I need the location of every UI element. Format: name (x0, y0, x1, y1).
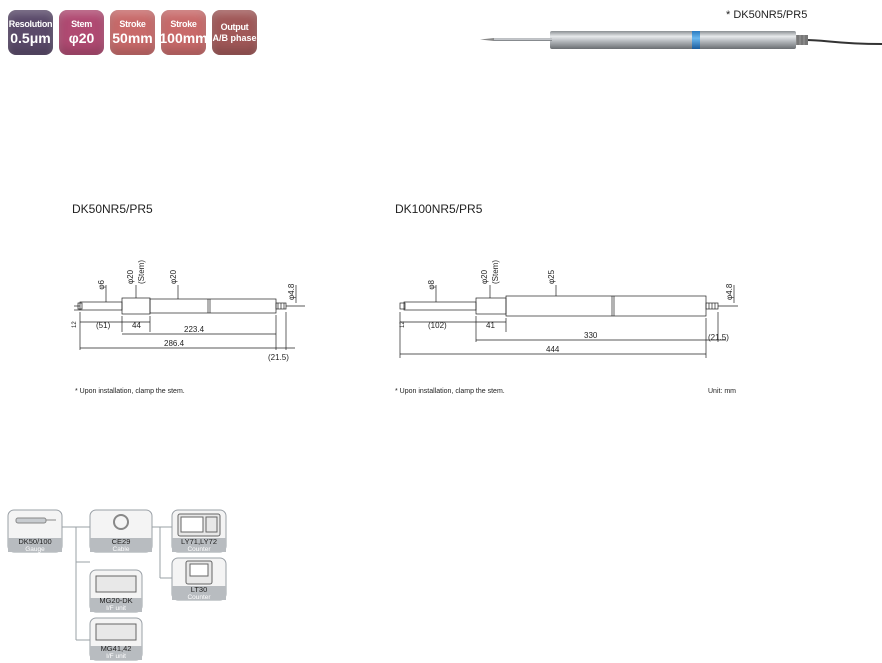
counter2-box: LT30 Counter (171, 557, 227, 601)
dim-total-len: 286.4 (164, 339, 185, 348)
cable-label: Cable (113, 546, 130, 553)
dim-stem-dia: φ20 (126, 269, 135, 284)
badge-resolution: Resolution 0.5μm (8, 10, 53, 55)
dim-stem-note: (Stem) (137, 260, 146, 284)
counter2-label: Counter (187, 594, 211, 601)
dim-tip-dia: φ8 (427, 279, 436, 289)
counter2-name: LT30 (191, 585, 208, 594)
dim-body-len: 330 (584, 331, 598, 340)
install-note: * Upon installation, clamp the stem. (75, 388, 185, 395)
dim-stem-len: 41 (486, 321, 495, 330)
dim-cable-dia: φ4.8 (725, 283, 734, 300)
drawing-title: DK100NR5/PR5 (395, 202, 483, 216)
badge-stroke-50: Stroke 50mm (110, 10, 155, 55)
unit-label: Unit: mm (708, 388, 736, 395)
dim-cable-len: (21.5) (268, 353, 289, 362)
dim-cable-len: (21.5) (708, 333, 729, 342)
counter1-box: LY71,LY72 Counter (171, 509, 227, 553)
badge-value: 100mm (159, 30, 208, 46)
badge-value: 50mm (112, 30, 153, 46)
gauge-label: Gauge (25, 546, 45, 553)
dim-t: 12 (400, 321, 406, 328)
system-configuration-diagram: DK50/100 Gauge CE29 Cable LY71,LY72 Coun… (7, 509, 227, 661)
badge-title: Stem (71, 19, 92, 29)
dim-tip-dia: φ6 (97, 279, 106, 289)
photo-caption: * DK50NR5/PR5 (726, 9, 808, 21)
install-note: * Upon installation, clamp the stem. (395, 388, 505, 395)
dim-body-len: 223.4 (184, 325, 205, 334)
cable-name: CE29 (112, 537, 131, 546)
cable-box: CE29 Cable (89, 509, 153, 553)
badge-value: 0.5μm (10, 30, 51, 46)
dim-stem-dia: φ20 (480, 269, 489, 284)
if1-name: MG20-DK (99, 596, 132, 605)
counter1-name: LY71,LY72 (181, 537, 217, 546)
dim-tip-len: (102) (428, 321, 447, 330)
badge-value: φ20 (68, 30, 95, 46)
if1-box: MG20-DK I/F unit (89, 569, 143, 613)
gauge-name: DK50/100 (18, 537, 51, 546)
dim-stem-len: 44 (132, 321, 141, 330)
badge-title: Output (220, 21, 249, 32)
dim-total-len: 444 (546, 345, 560, 354)
badge-title: Stroke (119, 19, 146, 29)
dim-t: 12 (72, 321, 78, 328)
badge-value: A/B phase (212, 32, 257, 43)
if2-box: MG41,42 I/F unit (89, 617, 143, 661)
if2-name: MG41,42 (101, 644, 132, 653)
dimension-drawing-dk100: φ8 φ20 (Stem) φ25 φ4.8 12 (102) 41 330 4… (399, 260, 738, 358)
dim-cable-dia: φ4.8 (287, 283, 296, 300)
if1-label: I/F unit (106, 605, 126, 612)
badge-stroke-100: Stroke 100mm (159, 10, 208, 55)
dimension-drawing-dk50: φ6 φ20 (Stem) φ20 φ4.8 12 (51) 44 223.4 … (72, 260, 305, 362)
badge-stem: Stem φ20 (59, 10, 104, 55)
dim-tip-len: (51) (96, 321, 111, 330)
gauge-box: DK50/100 Gauge (7, 509, 63, 553)
if2-label: I/F unit (106, 653, 126, 660)
dim-stem-note: (Stem) (491, 260, 500, 284)
feature-badges: Resolution 0.5μm Stem φ20 Stroke 50mm St… (8, 10, 257, 55)
dim-body-dia: φ20 (169, 269, 178, 284)
counter1-label: Counter (187, 546, 211, 553)
badge-output: Output A/B phase (212, 10, 257, 55)
badge-title: Resolution (8, 19, 53, 29)
dim-body-dia: φ25 (547, 269, 556, 284)
product-photo (480, 31, 882, 49)
drawing-title: DK50NR5/PR5 (72, 202, 153, 216)
badge-title: Stroke (170, 19, 197, 29)
